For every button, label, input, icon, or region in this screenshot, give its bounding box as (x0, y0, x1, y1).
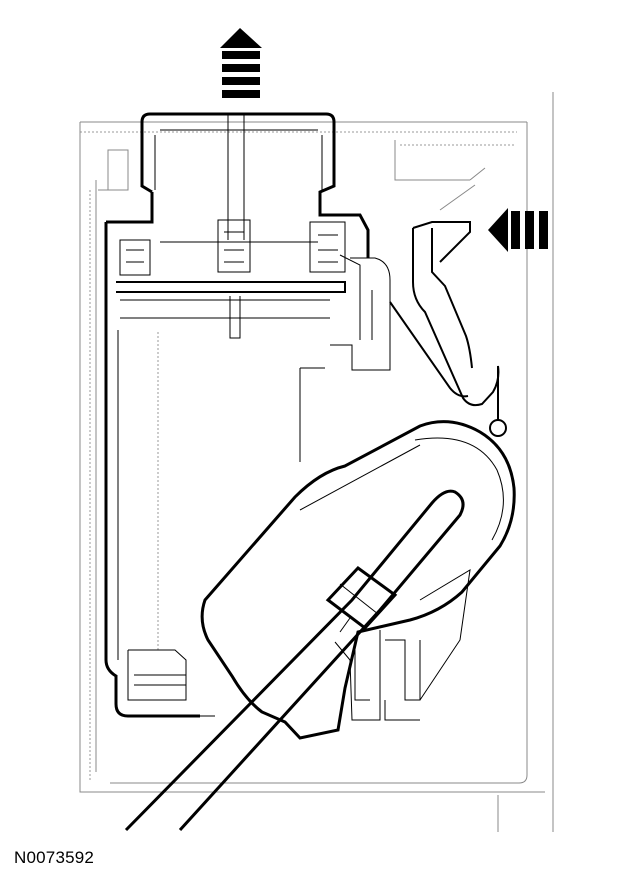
inlet-flow-arrow (488, 208, 548, 252)
float-arm-assembly (124, 420, 516, 832)
return-line (389, 221, 507, 437)
outlet-flow-arrow (220, 28, 262, 98)
pump-assembly (104, 112, 391, 718)
housing-outline (79, 92, 554, 832)
figure-reference-id: N0073592 (14, 848, 95, 867)
